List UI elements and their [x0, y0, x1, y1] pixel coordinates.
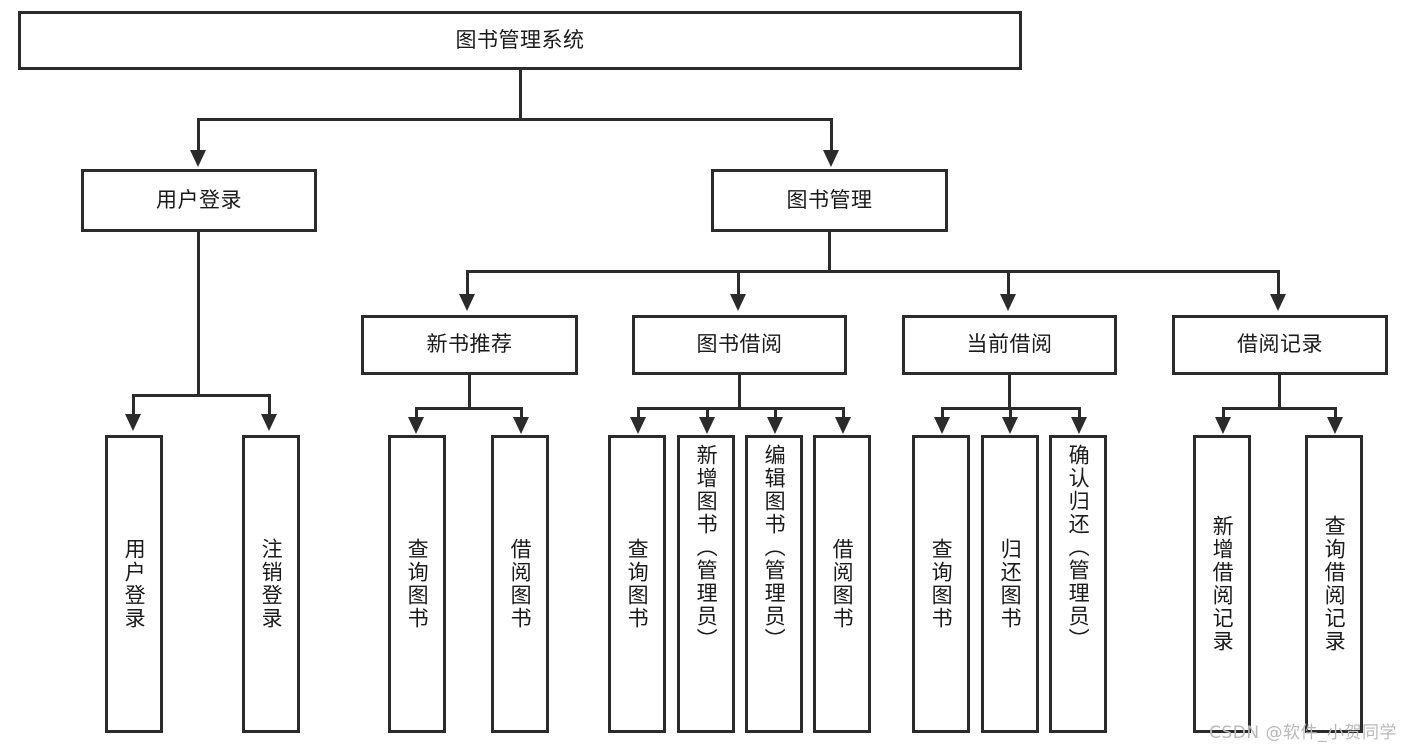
leaf-user-login-logout[interactable]: 注销登录 — [242, 435, 300, 733]
leaf-br-query-record[interactable]: 查询借阅记录 — [1305, 435, 1363, 733]
leaf-user-login-login[interactable]: 用户登录 — [105, 435, 163, 733]
node-root-book-management-system[interactable]: 图书管理系统 — [18, 11, 1022, 70]
leaf-bb-query-book[interactable]: 查询图书 — [608, 435, 666, 733]
node-new-book-recommend[interactable]: 新书推荐 — [361, 315, 578, 375]
node-label: 用户登录 — [156, 187, 242, 212]
leaf-br-add-record[interactable]: 新增借阅记录 — [1193, 435, 1251, 733]
leaf-cb-query-book[interactable]: 查询图书 — [912, 435, 970, 733]
connector-bm-to-book-borrow — [737, 270, 740, 296]
arrowhead-nbr-to-leaf-1 — [408, 417, 424, 434]
node-label: 借阅图书 — [508, 538, 533, 630]
arrowhead-cb-to-leaf-2 — [1002, 417, 1018, 434]
node-label: 图书管理 — [786, 187, 873, 212]
connector-nbr-stem — [468, 375, 471, 407]
arrowhead-br-to-leaf-2 — [1327, 417, 1343, 434]
node-label: 编辑图书（管理员） — [762, 444, 787, 651]
connector-br-bus — [1222, 407, 1337, 410]
arrowhead-bb-to-leaf-4 — [835, 417, 851, 434]
connector-user-login-to-leaf-2 — [268, 394, 271, 416]
arrowhead-root-to-user-login — [190, 150, 206, 167]
node-label: 图书借阅 — [696, 332, 783, 357]
connector-root-bus — [197, 118, 833, 121]
arrowhead-root-to-book-management — [823, 150, 839, 167]
leaf-cb-confirm-return-admin[interactable]: 确认归还（管理员） — [1049, 435, 1107, 733]
node-user-login[interactable]: 用户登录 — [81, 169, 317, 232]
arrowhead-bm-to-current-borrow — [1000, 294, 1016, 311]
connector-nbr-to-leaf-1 — [415, 407, 418, 419]
connector-bb-to-leaf-3 — [774, 407, 777, 419]
connector-root-to-user-login — [197, 118, 200, 153]
leaf-bb-edit-book-admin[interactable]: 编辑图书（管理员） — [745, 435, 803, 733]
node-label: 查询图书 — [625, 538, 650, 630]
connector-user-login-stem — [197, 232, 200, 394]
connector-user-login-bus — [132, 394, 270, 397]
leaf-bb-borrow-book[interactable]: 借阅图书 — [813, 435, 871, 733]
node-label: 查询借阅记录 — [1322, 515, 1347, 653]
connector-root-to-book-management — [830, 118, 833, 153]
node-label: 归还图书 — [998, 538, 1023, 630]
connector-root-stem — [519, 70, 522, 118]
node-label: 图书管理系统 — [455, 27, 585, 52]
node-label: 新增借阅记录 — [1210, 515, 1235, 653]
connector-bb-to-leaf-1 — [637, 407, 640, 419]
leaf-nbr-query-book[interactable]: 查询图书 — [388, 435, 446, 733]
node-label: 用户登录 — [122, 538, 147, 630]
connector-br-stem — [1278, 375, 1281, 407]
node-borrow-record[interactable]: 借阅记录 — [1172, 315, 1388, 375]
watermark: CSDN @软件_小贺同学 — [1209, 723, 1397, 743]
connector-bm-to-new-book-recommend — [466, 270, 469, 296]
connector-book-management-bus — [466, 270, 1280, 273]
arrowhead-bm-to-new-book-recommend — [459, 294, 475, 311]
connector-cb-to-leaf-1 — [941, 407, 944, 419]
connector-nbr-bus — [415, 407, 523, 410]
arrowhead-cb-to-leaf-3 — [1071, 417, 1087, 434]
arrowhead-bb-to-leaf-3 — [767, 417, 783, 434]
connector-bm-to-borrow-record — [1277, 270, 1280, 296]
connector-cb-stem — [1008, 375, 1011, 407]
connector-cb-to-leaf-2 — [1009, 407, 1012, 419]
arrowhead-br-to-leaf-1 — [1215, 417, 1231, 434]
arrowhead-nbr-to-leaf-2 — [513, 417, 529, 434]
node-label: 查询图书 — [405, 538, 430, 630]
connector-bb-stem — [738, 375, 741, 407]
connector-br-to-leaf-2 — [1334, 407, 1337, 419]
arrowhead-bb-to-leaf-1 — [630, 417, 646, 434]
arrowhead-cb-to-leaf-1 — [934, 417, 950, 434]
arrowhead-bb-to-leaf-2 — [699, 417, 715, 434]
leaf-nbr-borrow-book[interactable]: 借阅图书 — [491, 435, 549, 733]
node-label: 确认归还（管理员） — [1066, 444, 1091, 651]
connector-bb-to-leaf-4 — [842, 407, 845, 419]
node-book-borrow[interactable]: 图书借阅 — [632, 315, 847, 375]
node-label: 借阅图书 — [830, 538, 855, 630]
node-label: 新增图书（管理员） — [694, 444, 719, 651]
arrowhead-user-login-to-leaf-2 — [261, 414, 277, 431]
arrowhead-user-login-to-leaf-1 — [125, 414, 141, 431]
node-label: 注销登录 — [259, 538, 284, 630]
leaf-cb-return-book[interactable]: 归还图书 — [981, 435, 1039, 733]
node-label: 查询图书 — [929, 538, 954, 630]
connector-bb-to-leaf-2 — [706, 407, 709, 419]
connector-cb-to-leaf-3 — [1078, 407, 1081, 419]
connector-bm-to-current-borrow — [1007, 270, 1010, 296]
node-book-management[interactable]: 图书管理 — [711, 169, 948, 232]
node-current-borrow[interactable]: 当前借阅 — [902, 315, 1117, 375]
connector-book-management-stem — [828, 232, 831, 270]
connector-bb-bus — [637, 407, 845, 410]
connector-user-login-to-leaf-1 — [132, 394, 135, 416]
arrowhead-bm-to-book-borrow — [730, 294, 746, 311]
connector-br-to-leaf-1 — [1222, 407, 1225, 419]
connector-nbr-to-leaf-2 — [520, 407, 523, 419]
arrowhead-bm-to-borrow-record — [1270, 294, 1286, 311]
leaf-bb-add-book-admin[interactable]: 新增图书（管理员） — [677, 435, 735, 733]
node-label: 借阅记录 — [1237, 332, 1323, 357]
node-label: 新书推荐 — [426, 332, 513, 357]
node-label: 当前借阅 — [966, 332, 1053, 357]
